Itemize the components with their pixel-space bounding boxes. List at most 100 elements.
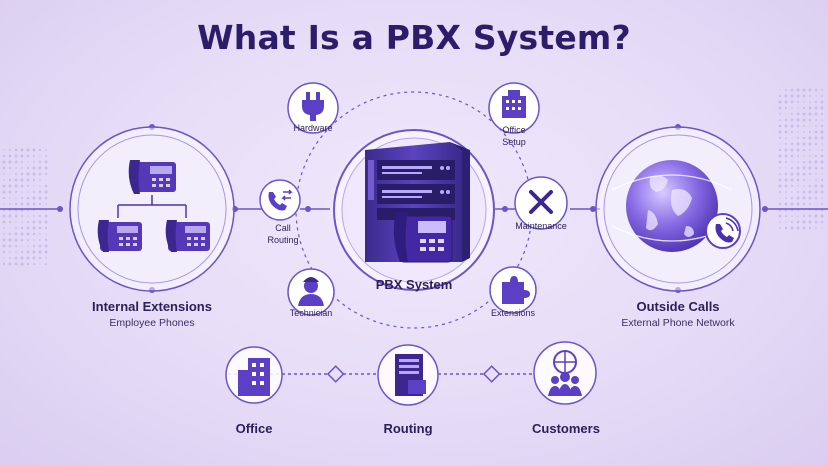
decor-dot: [45, 263, 47, 265]
decor-dot: [20, 154, 24, 158]
diamond-markers: [326, 365, 501, 383]
decor-dot: [784, 154, 788, 158]
decor-dot: [44, 166, 48, 170]
decor-dot: [39, 155, 41, 157]
decor-dot: [8, 184, 12, 188]
decor-dot: [808, 184, 812, 188]
decor-dot: [814, 142, 818, 146]
decor-dot: [791, 161, 793, 163]
decor-dot: [8, 232, 12, 236]
decor-dot: [8, 166, 12, 170]
decor-dot: [26, 184, 30, 188]
decor-dot: [815, 119, 817, 121]
decor-dot: [797, 215, 799, 217]
decor-dot: [808, 142, 812, 146]
decor-dot: [796, 202, 800, 206]
decor-dot: [14, 232, 18, 236]
decor-dot: [791, 107, 793, 109]
decor-dot: [27, 161, 29, 163]
decor-dot: [778, 130, 782, 134]
decor-dot: [790, 202, 794, 206]
decor-dot: [9, 251, 11, 253]
decor-dot: [26, 196, 30, 200]
decor-dot: [820, 136, 824, 140]
decor-dot: [2, 196, 6, 200]
decor-dot: [2, 166, 6, 170]
decor-dot: [20, 148, 24, 152]
extensions-label: Extensions: [490, 308, 536, 318]
decor-dot: [779, 89, 781, 91]
decor-dot: [44, 238, 48, 242]
decor-dot: [8, 238, 12, 242]
decor-dot: [784, 160, 788, 164]
decor-dot: [802, 148, 806, 152]
decor-dot: [820, 190, 824, 194]
decor-dot: [808, 106, 812, 110]
decor-dot: [808, 172, 812, 176]
decor-dot: [796, 100, 800, 104]
decor-dot: [38, 256, 42, 260]
decor-dot: [3, 257, 5, 259]
decor-dot: [778, 178, 782, 182]
decor-dot: [820, 100, 824, 104]
decor-dot: [2, 184, 6, 188]
decor-dot: [32, 166, 36, 170]
decor-dots-right: [778, 88, 824, 230]
routing-label: Routing: [383, 421, 433, 436]
decor-dot: [785, 89, 787, 91]
decor-dot: [803, 131, 805, 133]
decor-dot: [791, 113, 793, 115]
decor-dot: [802, 202, 806, 206]
decor-dot: [2, 220, 6, 224]
decor-dot: [808, 190, 812, 194]
decor-dot: [814, 136, 818, 140]
decor-dot: [15, 173, 17, 175]
call-routing-icon: [268, 189, 293, 211]
call-badge: [705, 213, 741, 249]
decor-dot: [9, 257, 11, 259]
decor-dot: [26, 262, 30, 266]
decor-dot: [802, 160, 806, 164]
decor-dot: [9, 173, 11, 175]
office-setup-label: Office Setup: [502, 125, 526, 147]
decor-dot: [790, 184, 794, 188]
decor-dot: [38, 190, 42, 194]
decor-dot: [45, 257, 47, 259]
decor-dot: [26, 232, 30, 236]
decor-dot: [784, 172, 788, 176]
decor-dot: [784, 130, 788, 134]
decor-dot: [20, 262, 24, 266]
building-icon: [502, 90, 526, 118]
decor-dot: [779, 167, 781, 169]
decor-dot: [785, 137, 787, 139]
decor-dot: [815, 179, 817, 181]
decor-dot: [808, 160, 812, 164]
decor-dot: [15, 167, 17, 169]
decor-dot: [821, 149, 823, 151]
decor-dot: [779, 143, 781, 145]
decor-dot: [809, 95, 811, 97]
decor-dot: [797, 161, 799, 163]
decor-dot: [32, 202, 36, 206]
decor-dot: [784, 178, 788, 182]
decor-dot: [27, 239, 29, 241]
decor-dot: [809, 179, 811, 181]
decor-dot: [796, 142, 800, 146]
decor-dot: [796, 124, 800, 128]
decor-dot: [796, 154, 800, 158]
decor-dot: [802, 142, 806, 146]
decor-dot: [32, 226, 36, 230]
decor-dot: [802, 94, 806, 98]
decor-dot: [3, 203, 5, 205]
decor-dot: [802, 190, 806, 194]
decor-dot: [809, 155, 811, 157]
decor-dot: [808, 88, 812, 92]
decor-dot: [791, 215, 793, 217]
decor-dot: [785, 221, 787, 223]
decor-dot: [39, 263, 41, 265]
decor-dot: [15, 251, 17, 253]
decor-dot: [20, 184, 24, 188]
decor-dot: [20, 172, 24, 176]
decor-dot: [778, 148, 782, 152]
decor-dot: [32, 148, 36, 152]
